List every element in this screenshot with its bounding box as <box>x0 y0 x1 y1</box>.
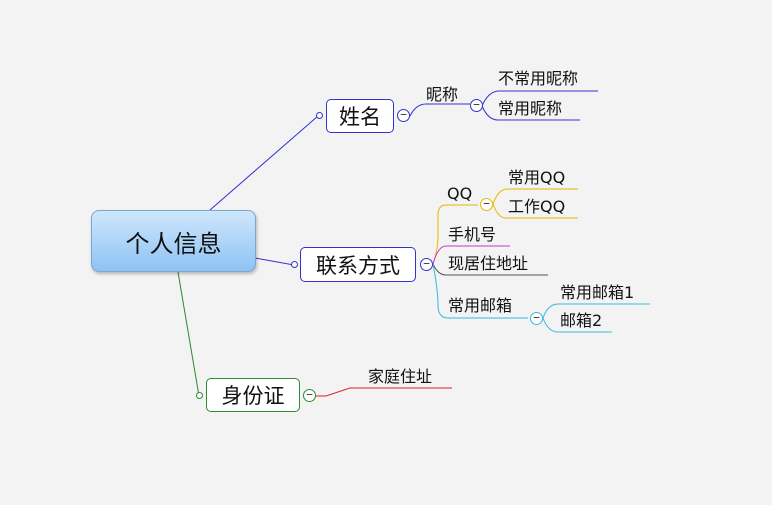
connector-email-children <box>542 303 650 333</box>
qq-work[interactable]: 工作QQ <box>508 197 566 216</box>
qq-common[interactable]: 常用QQ <box>508 168 566 187</box>
connector-root-name <box>209 115 319 211</box>
name-collapse-toggle[interactable]: − <box>397 109 410 122</box>
email-2[interactable]: 邮箱2 <box>560 311 603 330</box>
email-label[interactable]: 常用邮箱 <box>448 296 513 315</box>
connector-nickname-children <box>481 90 598 121</box>
root-node[interactable]: 个人信息 <box>91 210 256 272</box>
nickname-common[interactable]: 常用昵称 <box>498 99 563 118</box>
connector-root-contact <box>254 257 295 266</box>
connector-idcard-home <box>316 387 452 397</box>
idcard-node[interactable]: 身份证 <box>206 378 300 412</box>
phone-label[interactable]: 手机号 <box>448 225 497 244</box>
contact-label: 联系方式 <box>316 253 400 278</box>
nickname-label[interactable]: 昵称 <box>426 85 459 104</box>
nickname-uncommon[interactable]: 不常用昵称 <box>498 69 579 88</box>
name-anchor-dot <box>316 112 323 119</box>
connector-contact-email <box>432 263 528 319</box>
connector-root-idcard <box>177 271 200 397</box>
contact-node[interactable]: 联系方式 <box>300 247 416 282</box>
idcard-label: 身份证 <box>221 384 285 408</box>
address-label[interactable]: 现居住地址 <box>448 254 529 273</box>
idcard-anchor-dot <box>196 392 203 399</box>
home-address-label[interactable]: 家庭住址 <box>368 367 433 386</box>
connector-contact-address <box>432 263 548 276</box>
connector-contact-phone <box>432 245 510 265</box>
idcard-collapse-toggle[interactable]: − <box>303 389 316 402</box>
connector-contact-qq <box>432 204 478 265</box>
contact-collapse-toggle[interactable]: − <box>420 258 433 271</box>
qq-collapse-toggle[interactable]: − <box>480 198 493 211</box>
root-label: 个人信息 <box>125 229 222 258</box>
nickname-collapse-toggle[interactable]: − <box>470 99 483 112</box>
name-label: 姓名 <box>339 105 381 129</box>
connector-name-nickname <box>409 103 470 117</box>
qq-label[interactable]: QQ <box>447 184 473 203</box>
email-collapse-toggle[interactable]: − <box>530 312 543 325</box>
connector-qq-children <box>492 188 578 219</box>
name-node[interactable]: 姓名 <box>326 99 394 133</box>
email-common-1[interactable]: 常用邮箱1 <box>560 283 635 302</box>
contact-anchor-dot <box>291 261 298 268</box>
